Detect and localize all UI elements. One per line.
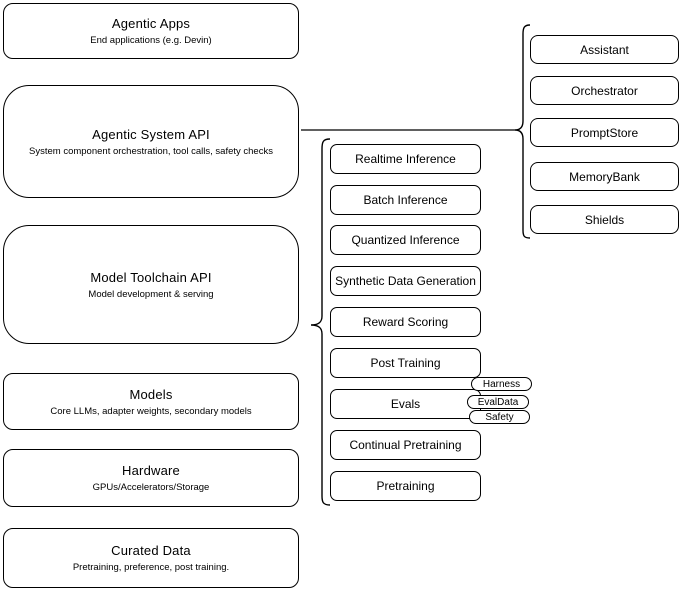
hardware-title: Hardware	[122, 463, 180, 478]
box-pretraining: Pretraining	[330, 471, 481, 501]
memorybank-label: MemoryBank	[569, 169, 640, 184]
badge-harness: Harness	[471, 377, 532, 391]
synthetic-data-generation-label: Synthetic Data Generation	[335, 274, 476, 288]
box-promptstore: PromptStore	[530, 118, 679, 147]
quantized-inference-label: Quantized Inference	[351, 233, 460, 247]
continual-pretraining-label: Continual Pretraining	[349, 438, 462, 452]
curated-data-title: Curated Data	[111, 543, 191, 558]
box-batch-inference: Batch Inference	[330, 185, 481, 215]
box-curated-data: Curated Data Pretraining, preference, po…	[3, 528, 299, 588]
box-synthetic-data-generation: Synthetic Data Generation	[330, 266, 481, 296]
model-toolchain-api-title: Model Toolchain API	[90, 269, 212, 285]
realtime-inference-label: Realtime Inference	[355, 152, 456, 166]
box-realtime-inference: Realtime Inference	[330, 144, 481, 174]
curated-data-subtitle: Pretraining, preference, post training.	[72, 562, 230, 573]
box-quantized-inference: Quantized Inference	[330, 225, 481, 255]
box-post-training: Post Training	[330, 348, 481, 378]
badge-evaldata: EvalData	[467, 395, 529, 409]
models-title: Models	[129, 386, 173, 402]
box-memorybank: MemoryBank	[530, 162, 679, 191]
box-evals: Evals	[330, 389, 481, 419]
toolchain-brace	[310, 138, 331, 506]
box-assistant: Assistant	[530, 35, 679, 64]
box-orchestrator: Orchestrator	[530, 76, 679, 105]
batch-inference-label: Batch Inference	[363, 193, 448, 207]
badge-safety: Safety	[469, 410, 530, 424]
harness-label: Harness	[482, 378, 521, 390]
box-agentic-system-api: Agentic System API System component orch…	[3, 85, 299, 198]
box-agentic-apps: Agentic Apps End applications (e.g. Devi…	[3, 3, 299, 59]
pretraining-label: Pretraining	[376, 479, 435, 493]
model-toolchain-api-subtitle: Model development & serving	[88, 288, 214, 300]
safety-label: Safety	[485, 411, 514, 423]
evaldata-label: EvalData	[477, 396, 519, 408]
models-subtitle: Core LLMs, adapter weights, secondary mo…	[50, 405, 252, 417]
hardware-subtitle: GPUs/Accelerators/Storage	[92, 482, 210, 493]
reward-scoring-label: Reward Scoring	[362, 315, 449, 329]
box-model-toolchain-api: Model Toolchain API Model development & …	[3, 225, 299, 344]
box-models: Models Core LLMs, adapter weights, secon…	[3, 373, 299, 430]
agentic-system-api-subtitle: System component orchestration, tool cal…	[29, 145, 273, 157]
box-shields: Shields	[530, 205, 679, 234]
box-continual-pretraining: Continual Pretraining	[330, 430, 481, 460]
post-training-label: Post Training	[370, 356, 441, 370]
box-reward-scoring: Reward Scoring	[330, 307, 481, 337]
agentic-system-api-title: Agentic System API	[92, 126, 210, 142]
assistant-label: Assistant	[580, 42, 629, 57]
agentic-apps-subtitle: End applications (e.g. Devin)	[90, 35, 212, 46]
orchestrator-label: Orchestrator	[571, 83, 638, 98]
promptstore-label: PromptStore	[570, 125, 639, 140]
agentic-apps-title: Agentic Apps	[111, 16, 191, 31]
shields-label: Shields	[584, 212, 625, 227]
system-components-brace	[514, 24, 531, 239]
evals-label: Evals	[390, 397, 421, 411]
box-hardware: Hardware GPUs/Accelerators/Storage	[3, 449, 299, 507]
